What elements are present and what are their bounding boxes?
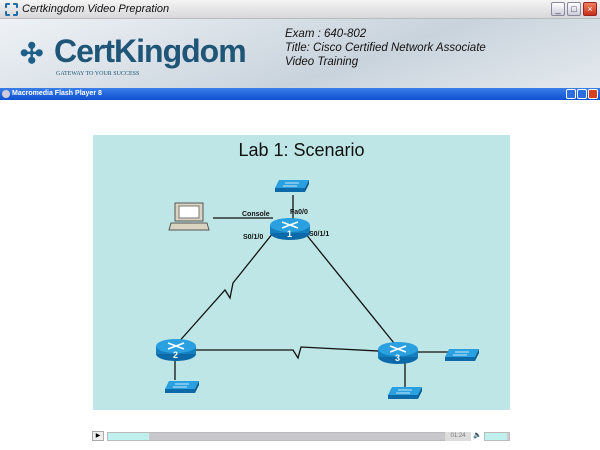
course-title: Title: Cisco Certified Network Associate [285, 42, 486, 54]
console-label: Console [242, 211, 270, 218]
network-diagram: 1 2 3 [155, 179, 480, 400]
player-controls: ▶ 01:24 🔈 [92, 431, 512, 442]
logo-tagline: GATEWAY TO YOUR SUCCESS [56, 71, 140, 77]
router-3-label: 3 [395, 353, 400, 363]
exam-code: Exam : 640-802 [285, 28, 367, 40]
flash-icon [2, 90, 10, 98]
router-2-label: 2 [173, 350, 178, 360]
logo-name: CertKingdom [54, 33, 247, 69]
lab-title: Lab 1: Scenario [238, 140, 365, 160]
router-1-label: 1 [287, 229, 292, 239]
volume-slider[interactable] [484, 432, 510, 441]
exam-info: Exam : 640-802 Title: Cisco Certified Ne… [285, 27, 486, 69]
switch-top [274, 179, 310, 193]
flash-restore-button[interactable] [577, 89, 587, 99]
pc-icon [168, 202, 210, 231]
maximize-button[interactable]: □ [567, 2, 581, 16]
speaker-icon[interactable]: 🔈 [473, 432, 482, 439]
close-button[interactable]: × [583, 2, 597, 16]
header-banner: ✣ CertKingdom GATEWAY TO YOUR SUCCESS Ex… [0, 19, 600, 88]
flash-minimize-button[interactable] [566, 89, 576, 99]
switch-bottom [387, 386, 423, 400]
window-title: Certkingdom Video Prepration [22, 3, 170, 15]
minimize-button[interactable]: _ [551, 2, 565, 16]
flash-player-titlebar: Macromedia Flash Player 8 [0, 88, 600, 100]
router-3: 3 [377, 341, 419, 365]
app-icon [5, 3, 18, 16]
flash-close-button[interactable] [588, 89, 598, 99]
switch-right [444, 348, 480, 362]
time-display: 01:24 [445, 432, 471, 441]
title-bar: Certkingdom Video Prepration _ □ × [0, 0, 600, 19]
seek-bar[interactable] [107, 432, 447, 441]
s011-label: S0/1/1 [309, 231, 330, 238]
play-button[interactable]: ▶ [92, 431, 104, 441]
router-2: 2 [155, 338, 197, 362]
lab-slide: Lab 1: Scenario 1 2 3 Console Fa0/0 [93, 135, 510, 410]
logo-arrows-icon: ✣ [20, 38, 44, 69]
flash-title: Macromedia Flash Player 8 [12, 90, 102, 97]
seek-progress [108, 433, 149, 440]
s010-label: S0/1/0 [243, 234, 264, 241]
router-1: 1 [269, 217, 311, 241]
volume-level [485, 433, 507, 440]
switch-bottom-left [164, 380, 200, 394]
course-subtitle: Video Training [285, 56, 359, 68]
fa00-label: Fa0/0 [290, 209, 308, 216]
